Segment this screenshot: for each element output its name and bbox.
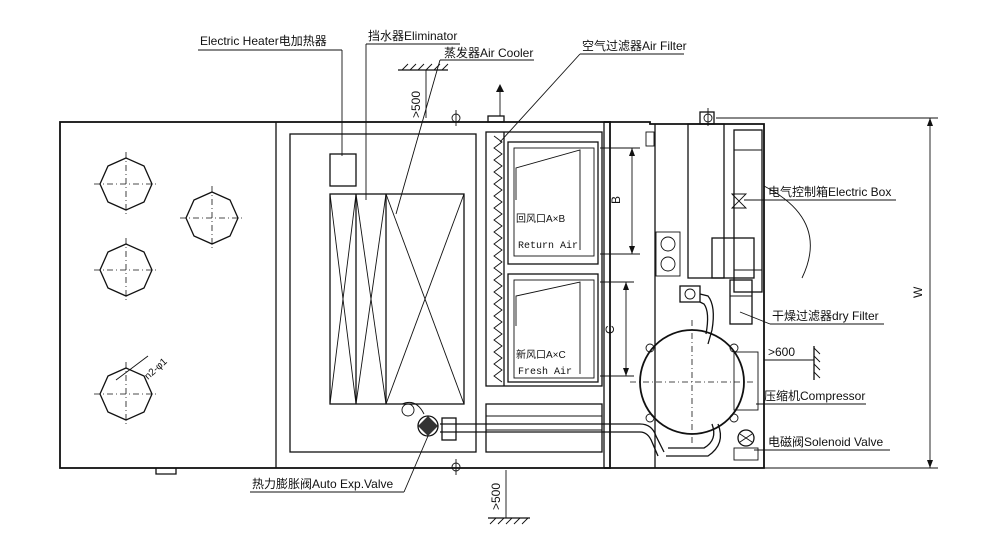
machine-room	[604, 121, 765, 469]
air-cooler-label: 蒸发器Air Cooler	[444, 45, 533, 60]
heater-cross	[329, 193, 357, 405]
dry-filter	[679, 279, 753, 325]
electric-box-valve-icon	[730, 193, 748, 209]
mounting-holes	[94, 152, 244, 426]
dim-w-label: W	[911, 286, 925, 298]
drain-section	[485, 403, 603, 453]
top-clearance-marker	[398, 63, 449, 118]
mounting-hole	[94, 152, 158, 216]
eliminator-label: 挡水器Eliminator	[368, 29, 457, 43]
auto-exp-valve-label: 热力膨胀阀Auto Exp.Valve	[252, 477, 393, 491]
mounting-hole	[180, 186, 244, 250]
dim-c-label: C	[603, 325, 617, 334]
dry-filter-label: 干燥过滤器dry Filter	[772, 309, 879, 323]
bottom-clearance-label: >500	[489, 483, 503, 510]
heater-box	[329, 153, 357, 187]
return-grille-code: 回风口A×B	[516, 213, 566, 225]
compressor-label: 压缩机Compressor	[764, 388, 865, 403]
compressor	[630, 320, 759, 444]
top-clearance-label: >500	[409, 91, 423, 118]
bolt-marks	[451, 108, 713, 475]
grille-frame	[485, 131, 603, 387]
refrigerant-piping	[440, 417, 665, 457]
electric-box-front	[687, 123, 725, 279]
control-knobs	[655, 231, 681, 277]
dim-c	[600, 281, 634, 377]
holes-label: n2-φ1	[143, 356, 170, 382]
inner-frame	[289, 133, 477, 453]
fresh-grille-code: 新风口A×C	[516, 348, 566, 361]
fresh-air-grille	[507, 273, 599, 383]
return-air-grille	[507, 141, 599, 265]
bottom-clearance-marker	[488, 470, 530, 525]
foot	[155, 468, 177, 475]
electric-box	[733, 129, 763, 293]
electric-box-label: 电气控制箱Electric Box	[768, 184, 891, 199]
right-clearance-label: >600	[768, 345, 795, 359]
fresh-grille-name: Fresh Air	[518, 366, 572, 378]
dim-b-label: B	[609, 196, 623, 204]
dim-b	[600, 147, 640, 255]
air-filter-label: 空气过滤器Air Filter	[582, 38, 687, 53]
eliminator-cross	[355, 193, 387, 405]
solenoid-valve	[733, 429, 759, 461]
electric-heater-label: Electric Heater电加热器	[200, 34, 327, 48]
coil-frame	[329, 193, 465, 405]
airflow-arrow	[487, 84, 505, 123]
mounting-hole	[94, 355, 158, 426]
main-housing	[59, 121, 611, 469]
return-grille-name: Return Air	[518, 240, 578, 252]
auto-exp-valve	[401, 401, 439, 437]
mounting-hole	[94, 238, 158, 302]
dim-w	[716, 117, 938, 469]
right-clearance-marker	[764, 346, 821, 380]
solenoid-valve-label: 电磁阀Solenoid Valve	[768, 434, 883, 449]
air-filter	[493, 135, 503, 383]
cooler-cross	[385, 193, 465, 405]
